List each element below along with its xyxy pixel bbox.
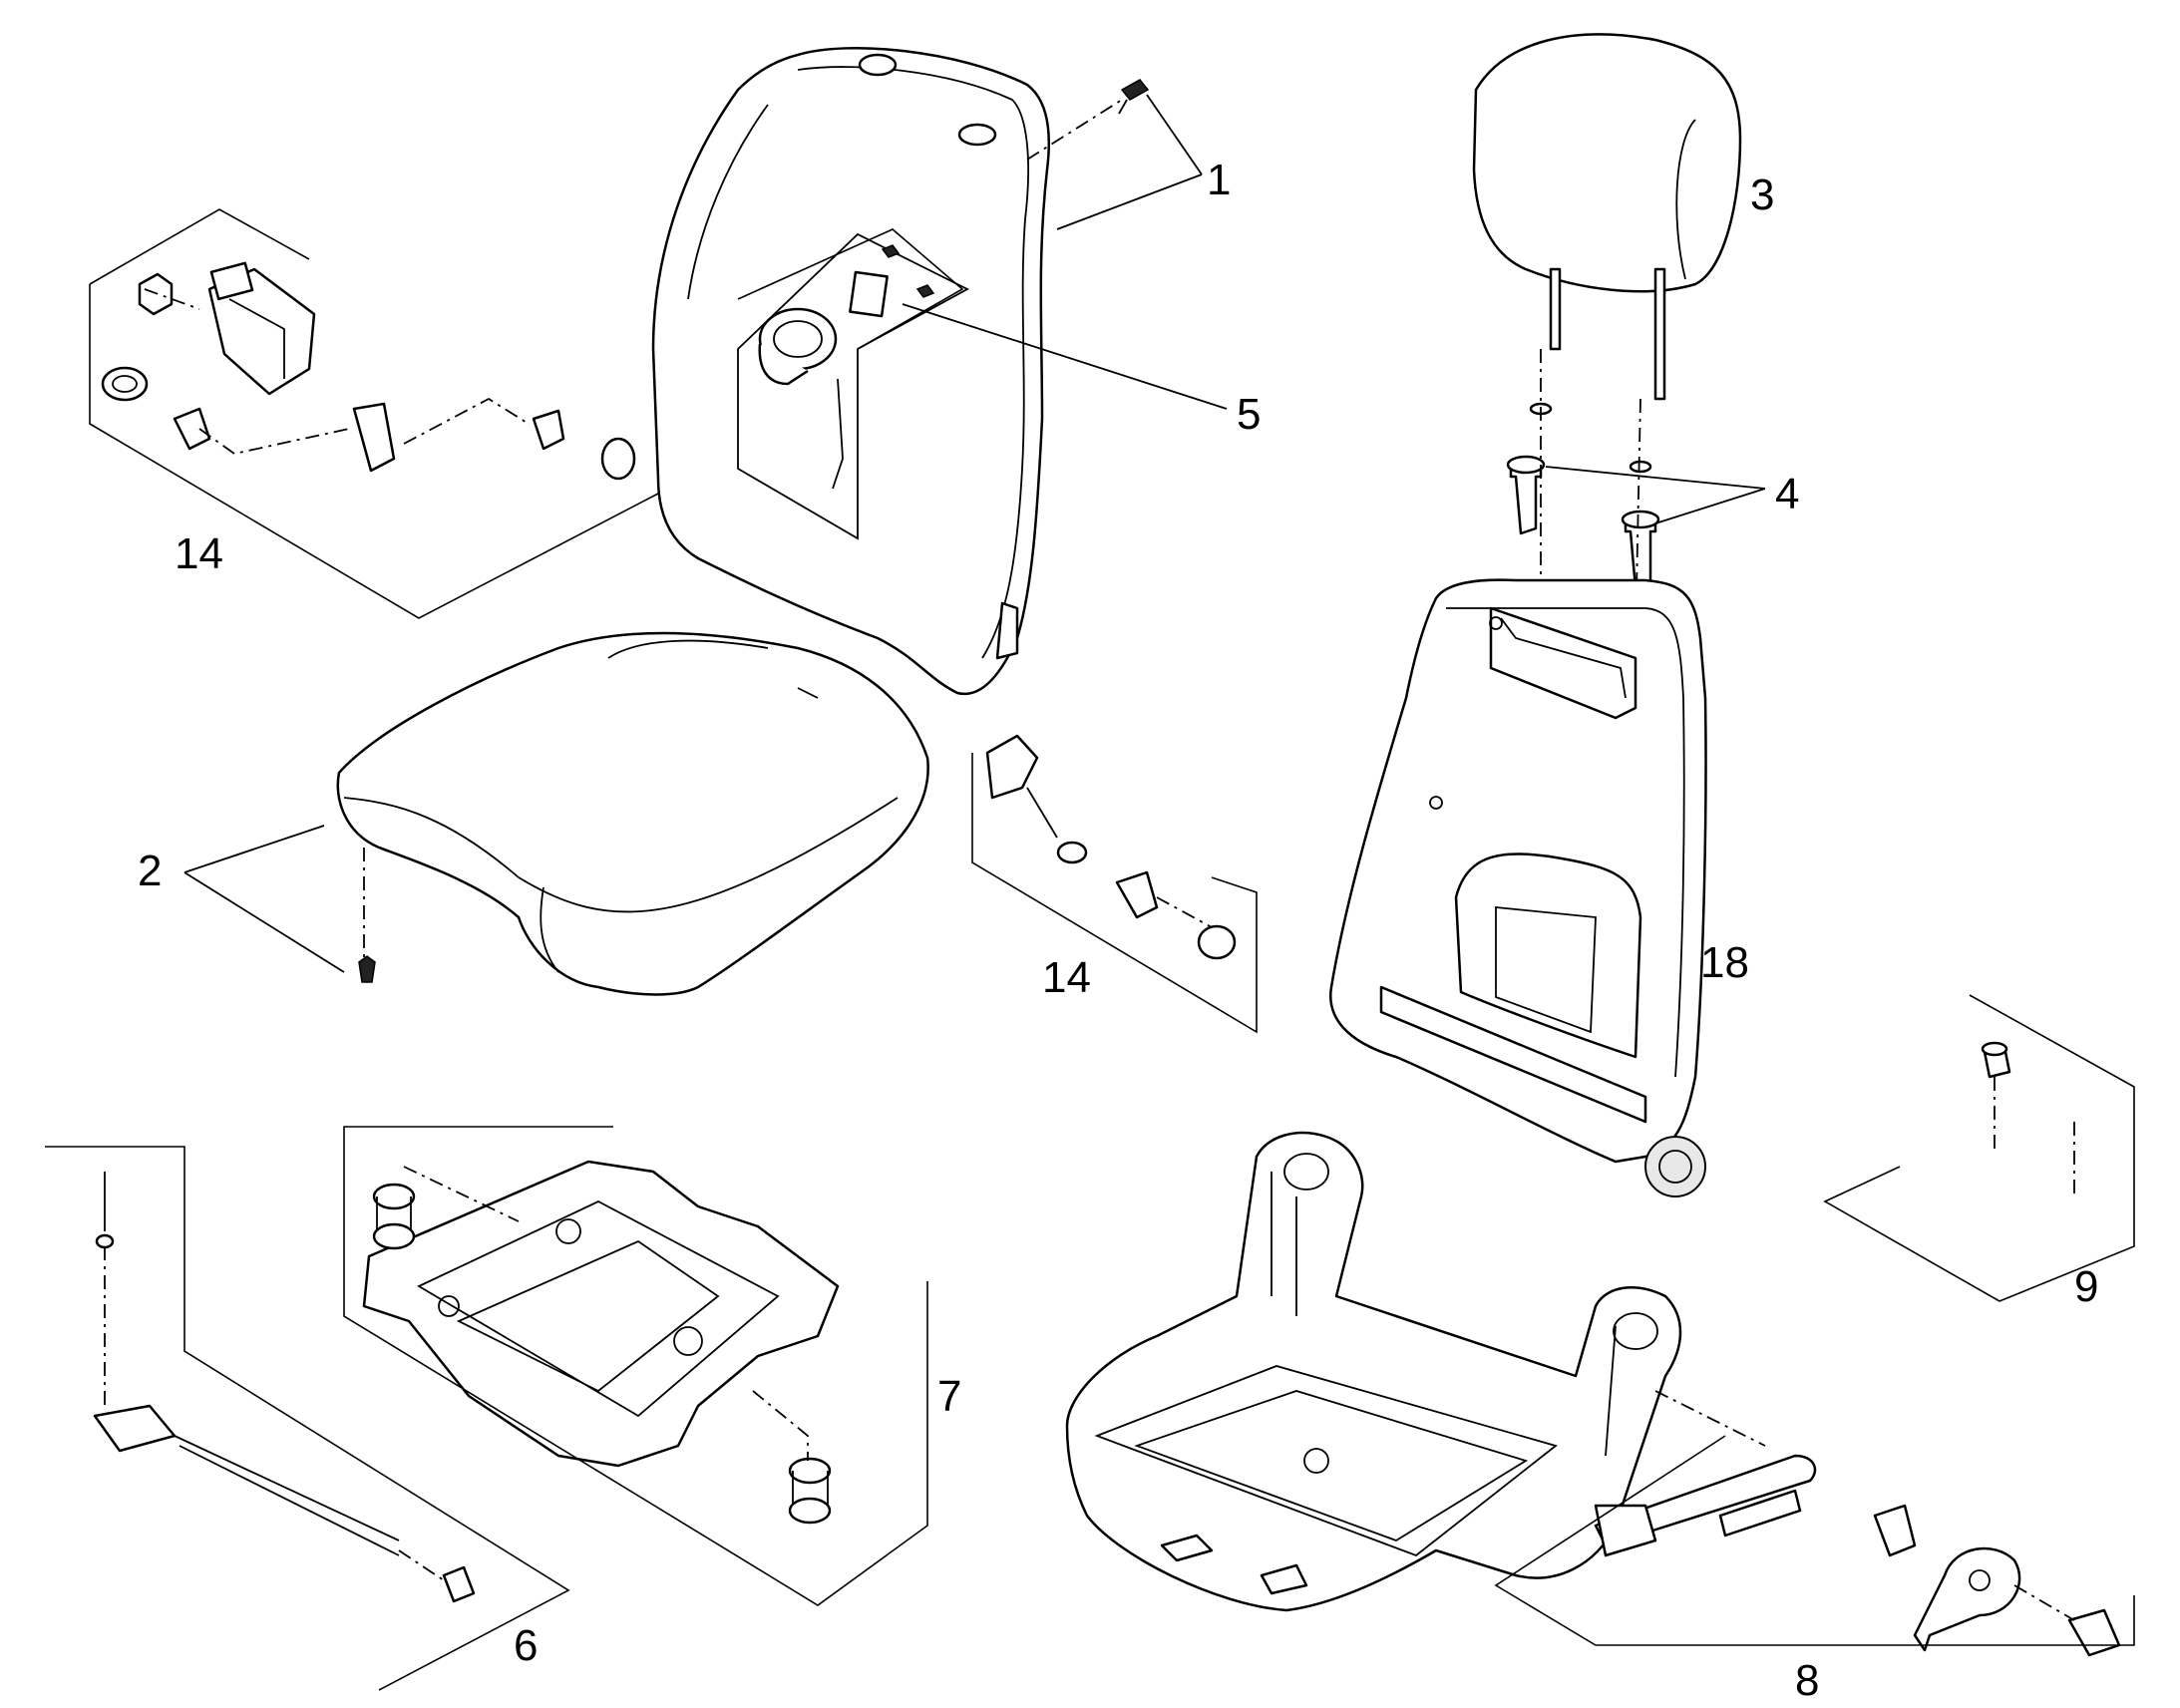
callout-7: 7 — [937, 1372, 961, 1421]
seat-cushion — [336, 631, 929, 996]
headrest-guides — [1506, 402, 1660, 590]
seat-cushion-screw — [358, 955, 376, 983]
callout-9: 9 — [2074, 1262, 2098, 1311]
recliner-lever-hardware — [1873, 1504, 2121, 1657]
wiring-harness-sensor — [93, 1172, 476, 1603]
seat-back-frame — [1329, 578, 1707, 1197]
seat-belt-buckle-assembly-left — [101, 261, 636, 481]
callout-2: 2 — [138, 847, 162, 895]
callout-4: 4 — [1775, 470, 1799, 518]
seat-belt-buckle-assembly-right — [985, 734, 1237, 960]
callout-1: 1 — [1207, 156, 1231, 204]
headrest — [1472, 33, 1742, 401]
seat-base-frame — [1065, 1131, 1682, 1612]
callout-6: 6 — [514, 1621, 538, 1670]
callout-8: 8 — [1795, 1656, 1819, 1705]
seat-back-screw — [1118, 79, 1150, 115]
callout-5: 5 — [1237, 390, 1261, 439]
seat-back-cushion — [651, 47, 1051, 696]
callout-14-right: 14 — [1042, 953, 1091, 1002]
seat-pan-plate — [362, 1160, 840, 1525]
recliner-handle — [1594, 1454, 1817, 1557]
callout-3: 3 — [1750, 171, 1774, 219]
callout-14-left: 14 — [175, 529, 223, 578]
callout-18: 18 — [1700, 938, 1749, 987]
bolt-kit — [1981, 1041, 2011, 1079]
seat-back-actuator — [758, 244, 935, 490]
